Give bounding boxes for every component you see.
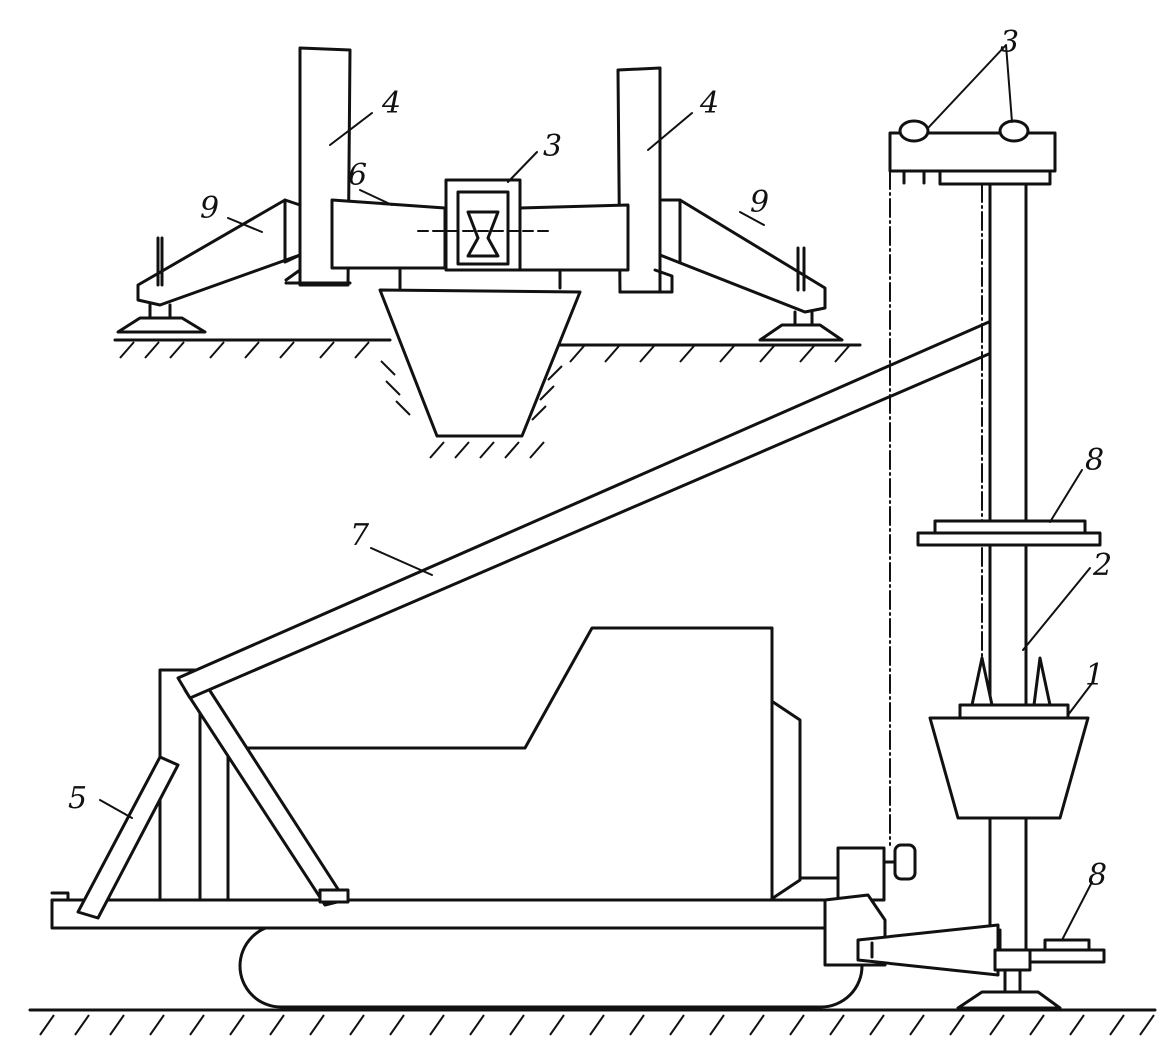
pulley-hanger: [902, 169, 926, 185]
concrete-bucket: [928, 716, 1090, 820]
upper-platform-top: [933, 519, 1087, 535]
mast-foot-stem: [1003, 968, 1022, 994]
chassis-frame: [50, 898, 854, 930]
pulley-left: [898, 119, 930, 143]
mast-head-bracket: [938, 169, 1052, 186]
bucket-lug-right: [1032, 656, 1052, 707]
callout-labels: 3 4 4 3 6 9 9 7 8 2 1 5 8: [68, 25, 1112, 893]
inset-ground-line: [113, 338, 862, 347]
crossbeam-supports: [398, 268, 562, 290]
label-3-pulleys: 3: [1000, 25, 1019, 60]
vibrator-frame: [456, 190, 510, 266]
left-column-foot: [284, 268, 352, 285]
left-outrigger-post: [148, 236, 172, 320]
vibrator-core: [466, 210, 500, 258]
rear-stand: [158, 668, 202, 902]
label-8-upper-platform: 8: [1085, 443, 1104, 478]
cross-section-inset: [113, 46, 862, 459]
crossbeam-left: [330, 198, 447, 270]
right-outrigger-post: [793, 246, 814, 327]
machine-side-view: [28, 119, 1157, 1036]
crawler-track: [238, 923, 864, 1009]
label-9-right-outrigger: 9: [750, 185, 769, 220]
right-outrigger: [658, 198, 827, 314]
label-1-bucket: 1: [1085, 658, 1104, 693]
label-2-mast: 2: [1092, 548, 1112, 583]
label-3-vibrator: 3: [543, 129, 562, 164]
right-outrigger-pad: [758, 323, 844, 342]
trough-profile: [378, 288, 582, 438]
strut-5: [76, 755, 180, 920]
leader-lines: [99, 44, 1094, 941]
right-column-foot: [618, 268, 674, 294]
label-4-right-column: 4: [699, 86, 719, 121]
left-outrigger-pad: [116, 316, 207, 334]
inset-ground-hatch: [119, 341, 850, 459]
bucket-lug-left: [970, 656, 994, 707]
pulley-right: [998, 119, 1030, 143]
label-8-lower-platform: 8: [1088, 858, 1107, 893]
mast: [988, 168, 1028, 957]
winch-drum: [836, 846, 886, 902]
mast-base: [993, 948, 1032, 972]
crossbeam-right: [518, 203, 630, 272]
left-outrigger-joint: [283, 198, 302, 264]
mast-arm: [856, 923, 1000, 977]
lower-platform-top: [1043, 938, 1091, 952]
brace-bracket: [318, 888, 350, 904]
label-7-boom: 7: [350, 518, 370, 553]
bucket-rim: [958, 703, 1070, 720]
label-6-crossbeam: 6: [348, 158, 367, 193]
chassis-end-stop: [50, 891, 70, 902]
winch-handwheel: [893, 843, 917, 881]
label-5-strut: 5: [68, 781, 87, 816]
ground-hatch: [39, 1014, 1155, 1036]
upper-platform: [916, 531, 1102, 547]
engine-housing: [226, 626, 774, 902]
label-9-left-outrigger: 9: [200, 191, 219, 226]
label-4-left-column: 4: [381, 86, 401, 121]
lower-platform: [1028, 948, 1106, 964]
body-side-panel: [768, 698, 802, 902]
mast-foot: [956, 990, 1062, 1010]
